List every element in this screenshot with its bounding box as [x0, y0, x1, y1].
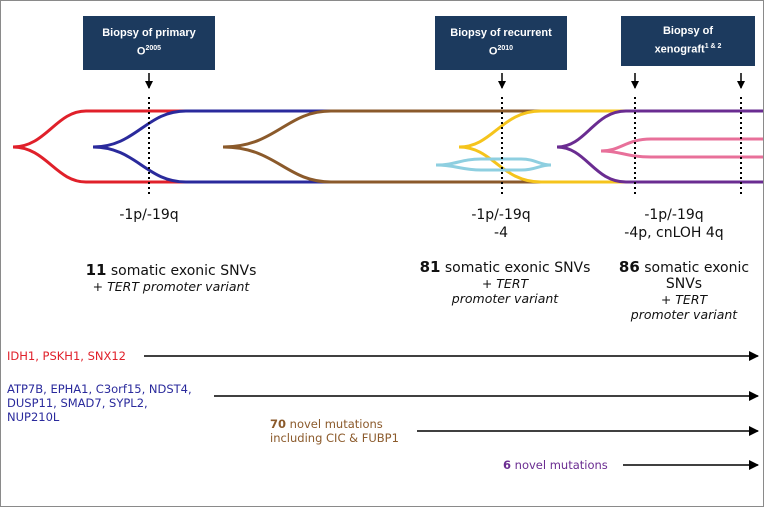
clone-pink [600, 137, 763, 153]
snv-text-primary: somatic exonic SNVs [106, 263, 257, 279]
mutations-brown: 70 novel mutations including CIC & FUBP1 [270, 417, 399, 445]
karyotype-recurrent-line2: -4 [494, 225, 508, 241]
mutations-red: IDH1, PSKH1, SNX12 [7, 349, 126, 363]
clone-purple [556, 145, 763, 184]
snv-text-recurrent: somatic exonic SNVs [440, 260, 591, 276]
snv-rest-recurrent: promoter variant [451, 291, 559, 306]
snv-summary-primary: 11 somatic exonic SNVs + TERT promoter v… [61, 262, 281, 294]
karyotype-xenograft-line1: -1p/-19q [644, 207, 704, 223]
snv-plus-xenograft: + [660, 292, 676, 307]
snv-gene-recurrent: TERT [496, 276, 529, 291]
biopsy-primary-code: O [136, 45, 146, 58]
snv-plus-recurrent: + [481, 276, 497, 291]
biopsy-xenograft-label: Biopsy of [662, 25, 714, 38]
karyotype-recurrent-line1: -1p/-19q [471, 207, 531, 223]
mutations-brown-line2: including CIC & FUBP1 [270, 431, 399, 445]
snv-text-xenograft: somatic exonic [639, 260, 750, 276]
mutations-blue-line2: DUSP11, SMAD7, SYPL2, [7, 396, 148, 410]
mutations-blue: ATP7B, EPHA1, C3orf15, NDST4, DUSP11, SM… [7, 382, 192, 424]
biopsy-recurrent-year: 2010 [497, 45, 514, 53]
snv-rest-primary: promoter variant [138, 279, 250, 294]
mutations-blue-line3: NUP210L [7, 410, 60, 424]
clone-blue [92, 109, 361, 149]
mutations-blue-line1: ATP7B, EPHA1, C3orf15, NDST4, [7, 382, 192, 396]
karyotype-primary: -1p/-19q [119, 207, 179, 223]
mutations-brown-line1: novel mutations [286, 417, 383, 431]
snv-count-primary: 11 [85, 261, 107, 279]
biopsy-primary-label: Biopsy of primary [102, 27, 196, 40]
karyotype-xenograft-line2: -4p, cnLOH 4q [624, 225, 724, 241]
clone-pink [600, 149, 763, 159]
snv-plus-primary: + [92, 279, 108, 294]
clone-yellow [458, 145, 641, 184]
clone-purple [556, 109, 763, 149]
biopsy-primary-year: 2005 [145, 45, 162, 53]
mutations-purple-text: novel mutations [511, 458, 608, 472]
snv-summary-recurrent: 81 somatic exonic SNVs + TERT promoter v… [405, 259, 605, 306]
clone-red [12, 109, 211, 149]
mutations-purple-count: 6 [503, 458, 512, 472]
mutations-purple: 6 novel mutations [503, 458, 608, 472]
snv-summary-xenograft: 86 somatic exonic SNVs + TERT promoter v… [609, 259, 759, 322]
biopsy-primary-box: Biopsy of primary O2005 [83, 16, 215, 70]
clone-red [12, 145, 211, 184]
biopsy-recurrent-code: O [488, 45, 498, 58]
clone-lightblue [435, 163, 552, 172]
snv-gene-primary: TERT [107, 279, 139, 294]
snv-line2-xenograft: SNVs [665, 276, 703, 292]
snv-rest-xenograft: promoter variant [630, 307, 738, 322]
snv-count-recurrent: 81 [419, 258, 441, 276]
snv-gene-xenograft: TERT [675, 292, 708, 307]
clone-brown [222, 145, 596, 184]
clone-brown [222, 109, 596, 149]
biopsy-recurrent-box: Biopsy of recurrent O2010 [435, 16, 567, 70]
clone-yellow [458, 109, 641, 149]
biopsy-xenograft-code: xenograft [654, 43, 705, 56]
biopsy-xenograft-box: Biopsy of xenograft1 & 2 [621, 16, 755, 66]
biopsy-xenograft-number: 1 & 2 [704, 43, 722, 51]
biopsy-recurrent-label: Biopsy of recurrent [450, 27, 552, 40]
clone-blue [92, 145, 361, 184]
mutations-brown-count: 70 [270, 417, 287, 431]
snv-count-xenograft: 86 [618, 258, 640, 276]
